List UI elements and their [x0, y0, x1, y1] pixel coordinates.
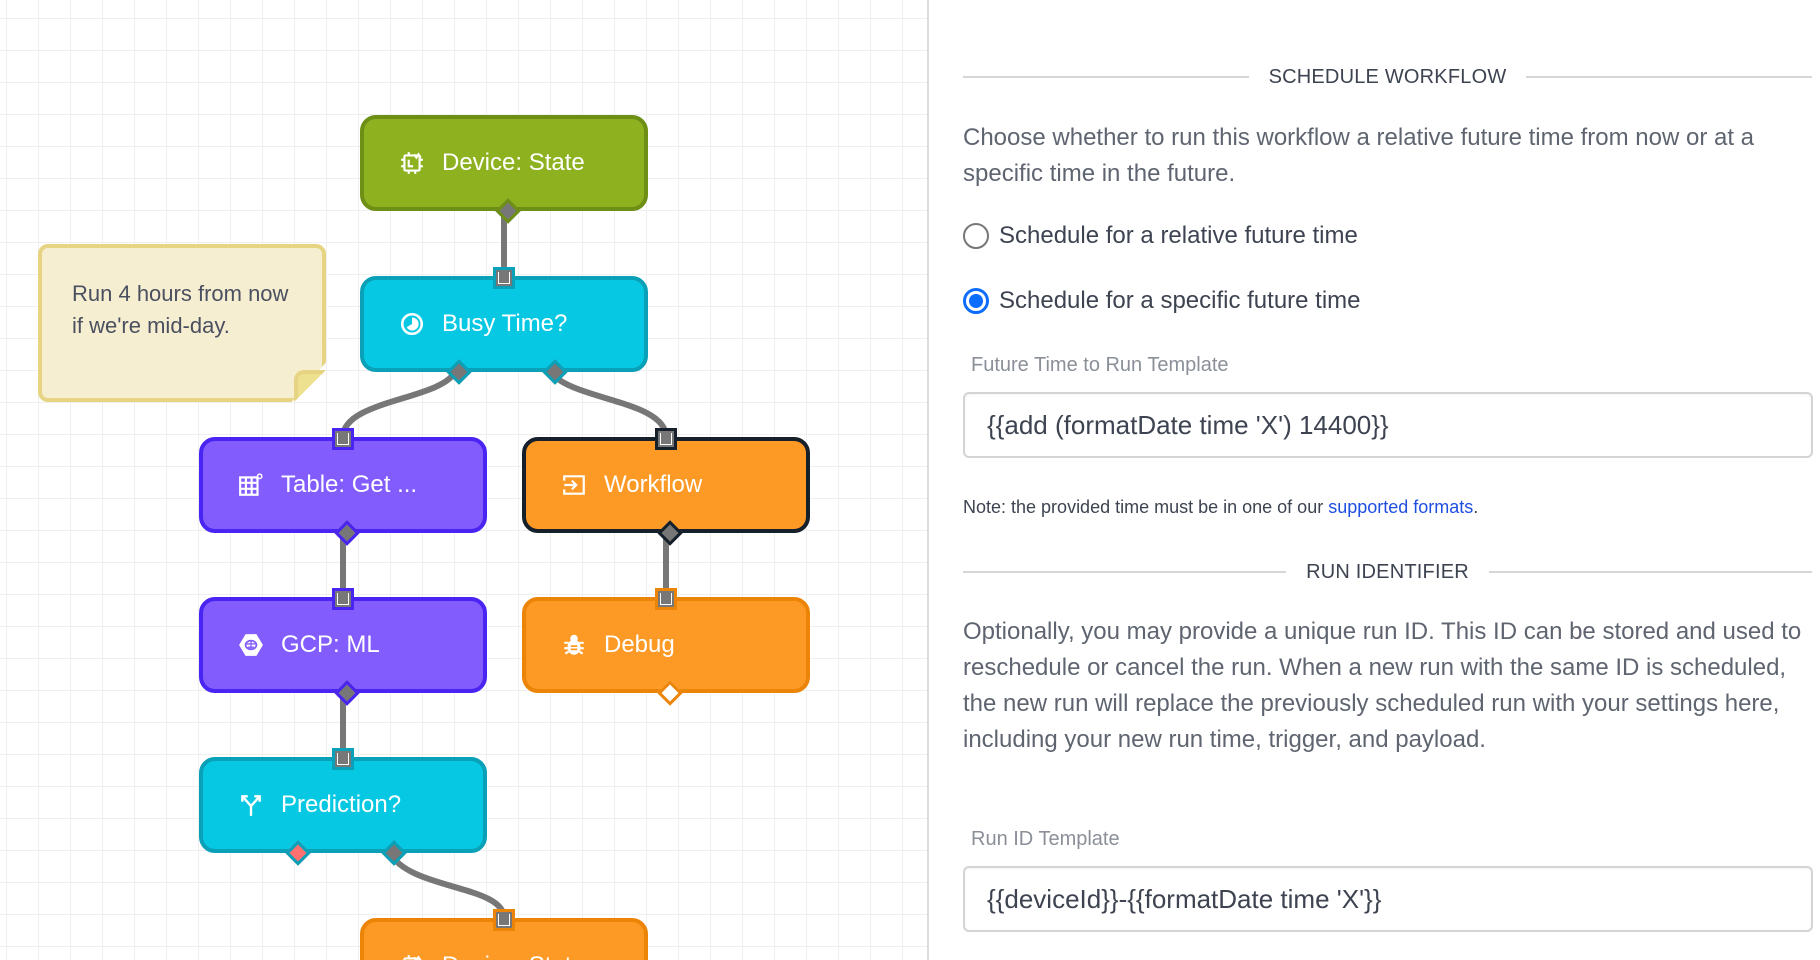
run-id-description: Optionally, you may provide a unique run… — [963, 618, 1802, 753]
radio-relative-time[interactable]: Schedule for a relative future time — [963, 222, 1358, 250]
output-port[interactable] — [334, 520, 360, 546]
output-port-false[interactable] — [285, 840, 311, 866]
node-label: Device: State — [442, 149, 585, 176]
node-device-state-2[interactable]: Device: State — [360, 909, 648, 960]
node-label: Device: State — [442, 952, 585, 960]
future-time-input[interactable] — [963, 392, 1813, 458]
node-table-get[interactable]: Table: Get ... — [199, 428, 487, 546]
section-title: SCHEDULE WORKFLOW — [1268, 65, 1507, 88]
divider-line — [1526, 76, 1812, 78]
sticky-note-fold — [294, 370, 326, 402]
input-port[interactable] — [332, 748, 354, 770]
wire-busy-workflow — [548, 369, 669, 440]
bug-icon — [560, 631, 588, 659]
schedule-description: Choose whether to run this workflow a re… — [963, 124, 1755, 187]
workflow-canvas[interactable]: Run 4 hours from now if we're mid-day. D… — [0, 0, 927, 960]
node-gcp-ml[interactable]: GCP: ML — [199, 588, 487, 706]
formats-note: Note: the provided time must be in one o… — [963, 497, 1478, 518]
supported-formats-link[interactable]: supported formats — [1328, 497, 1474, 517]
workflow-trigger-icon — [560, 471, 588, 499]
input-port[interactable] — [655, 588, 677, 610]
divider-line — [963, 76, 1249, 78]
node-busy-time[interactable]: Busy Time? — [360, 267, 648, 385]
radio-label: Schedule for a specific future time — [999, 287, 1361, 314]
clock-icon — [398, 310, 426, 338]
radio-button-unchecked[interactable] — [963, 223, 989, 249]
divider-line — [1488, 571, 1812, 573]
node-label: GCP: ML — [281, 631, 380, 658]
output-port-unconnected[interactable] — [657, 680, 683, 706]
node-label: Workflow — [604, 471, 703, 498]
node-prediction[interactable]: Prediction? — [199, 748, 487, 866]
radio-specific-time[interactable]: Schedule for a specific future time — [963, 287, 1361, 315]
node-label: Table: Get ... — [281, 471, 418, 498]
output-port-false[interactable] — [542, 359, 568, 385]
note-prefix: Note: the provided time must be in one o… — [963, 497, 1329, 517]
input-port[interactable] — [655, 428, 677, 450]
sticky-note-text: Run 4 hours from now if we're mid-day. — [72, 281, 289, 338]
output-port-true[interactable] — [446, 359, 472, 385]
node-label: Debug — [604, 631, 675, 658]
radio-button-checked[interactable] — [963, 288, 989, 314]
panel-divider[interactable] — [927, 0, 929, 960]
input-port[interactable] — [493, 267, 515, 289]
node-label: Prediction? — [281, 791, 402, 818]
radio-label: Schedule for a relative future time — [999, 222, 1358, 249]
input-port[interactable] — [332, 588, 354, 610]
note-suffix: . — [1473, 497, 1479, 517]
device-state-icon — [398, 149, 426, 177]
run-id-section-header: RUN IDENTIFIER — [963, 560, 1812, 584]
input-port[interactable] — [332, 428, 354, 450]
run-id-input[interactable] — [963, 866, 1813, 932]
sticky-note[interactable]: Run 4 hours from now if we're mid-day. — [38, 244, 326, 402]
node-label: Busy Time? — [442, 310, 568, 337]
node-settings-panel: SCHEDULE WORKFLOW Choose whether to run … — [929, 0, 1820, 960]
divider-line — [963, 571, 1287, 573]
table-search-icon — [237, 471, 265, 499]
node-device-state[interactable]: Device: State — [360, 115, 648, 224]
output-port[interactable] — [334, 680, 360, 706]
input-port[interactable] — [493, 909, 515, 931]
output-port[interactable] — [657, 520, 683, 546]
output-port[interactable] — [495, 198, 521, 224]
wire-prediction-device — [387, 850, 507, 921]
node-workflow[interactable]: Workflow — [522, 428, 810, 546]
branch-icon — [237, 791, 265, 819]
node-debug[interactable]: Debug — [522, 588, 810, 706]
future-time-label: Future Time to Run Template — [971, 354, 1229, 376]
gcp-ml-icon — [237, 631, 265, 659]
device-state-icon — [398, 952, 426, 960]
run-id-label: Run ID Template — [971, 828, 1120, 850]
output-port-true[interactable] — [381, 840, 407, 866]
schedule-section-header: SCHEDULE WORKFLOW — [963, 65, 1812, 89]
wire-busy-table — [340, 369, 458, 440]
section-title: RUN IDENTIFIER — [1306, 560, 1469, 583]
